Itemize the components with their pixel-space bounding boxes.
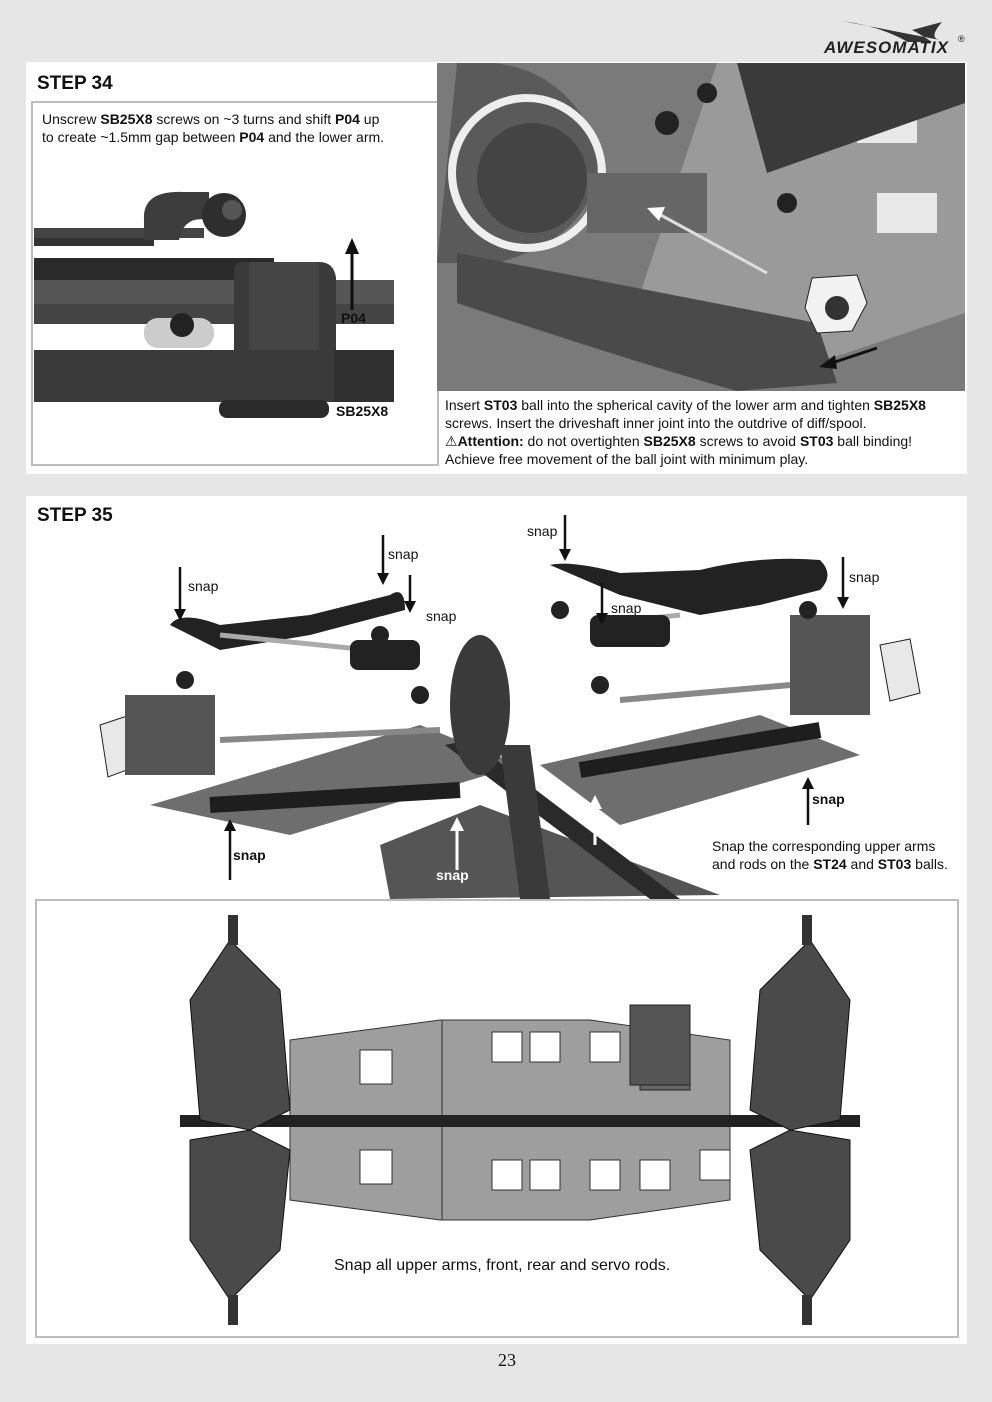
- snap-label: snap: [527, 523, 558, 539]
- label-p04: P04: [341, 310, 366, 326]
- label-sb25x8: SB25X8: [336, 403, 389, 419]
- snap-label: snap: [388, 546, 419, 562]
- snap-label: snap: [188, 578, 219, 594]
- step34-caption: Insert ST03 ball into the spherical cavi…: [445, 397, 926, 467]
- step34-title: STEP 34: [37, 73, 113, 94]
- snap-label: snap: [611, 600, 642, 616]
- logo-bird-icon: [842, 21, 942, 42]
- bottom-caption: Snap all upper arms, front, rear and ser…: [334, 1257, 671, 1274]
- snap-label: snap: [233, 847, 266, 863]
- warning-icon: ⚠: [445, 433, 458, 449]
- brand-wordmark: AWESOMATIX: [824, 38, 949, 57]
- step35-title: STEP 35: [37, 505, 113, 526]
- page-number: 23: [498, 1350, 516, 1370]
- step34-closeup-illustration: [34, 191, 394, 418]
- snap-label: snap: [812, 791, 845, 807]
- registered-mark: ®: [958, 34, 965, 44]
- step35-caption: Snap the corresponding upper arms and ro…: [712, 838, 948, 872]
- step34-instruction: Unscrew SB25X8 screws on ~3 turns and sh…: [42, 111, 385, 145]
- brand-logo: AWESOMATIX ®: [820, 16, 970, 60]
- snap-label: snap: [600, 826, 633, 842]
- snap-label: snap: [426, 608, 457, 624]
- snap-label: snap: [849, 569, 880, 585]
- step35-assembly-illustration: [99, 515, 921, 899]
- snap-label: snap: [436, 867, 469, 883]
- step35-topview-illustration: [180, 915, 860, 1325]
- step34-assembly-illustration: [437, 63, 965, 391]
